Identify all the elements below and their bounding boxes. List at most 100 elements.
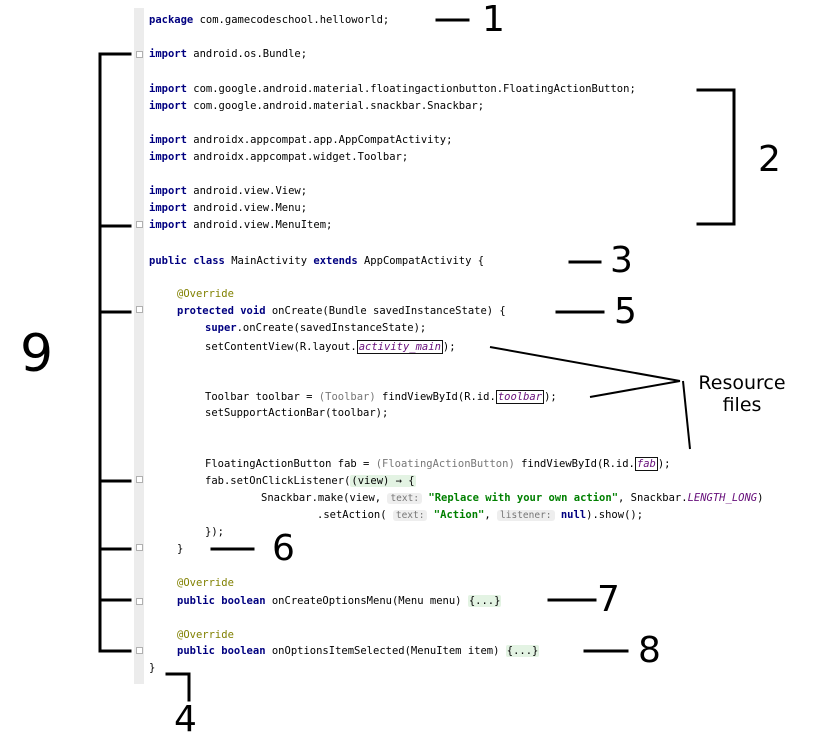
code-text: setSupportActionBar(toolbar); — [205, 407, 389, 419]
code-line: @Override — [177, 576, 234, 590]
bracket-2 — [696, 88, 736, 226]
editor-gutter — [134, 8, 144, 684]
code-text: ); — [442, 341, 456, 353]
code-line: super.onCreate(savedInstanceState); — [205, 321, 426, 335]
code-text: , Snackbar. — [618, 492, 688, 504]
keyword: import — [149, 134, 187, 146]
parameter-hint: text: — [392, 510, 428, 521]
code-text: setContentView(R.layout. — [205, 341, 357, 353]
string-literal: "Replace with your own action" — [428, 492, 619, 504]
keyword: import — [149, 83, 187, 95]
resource-pointer-line — [682, 380, 691, 450]
code-text: ) — [757, 492, 764, 504]
code-text: com.google.android.material.floatingacti… — [186, 83, 636, 95]
code-line: package com.gamecodeschool.helloworld; — [149, 13, 389, 27]
code-line: import com.google.android.material.float… — [149, 82, 636, 96]
constant: LENGTH_LONG — [687, 492, 758, 504]
code-text: } — [149, 662, 156, 674]
keyword: import — [149, 100, 187, 112]
keyword: import — [149, 202, 187, 214]
fold-marker-icon[interactable] — [136, 51, 143, 58]
code-line: .setAction( text: "Action", listener: nu… — [317, 508, 643, 523]
callout-number-8: 8 — [638, 630, 661, 671]
lambda-fold[interactable]: (view) → { — [350, 475, 416, 487]
code-line: @Override — [177, 628, 234, 642]
keyword: public — [177, 595, 215, 607]
bracket-4 — [165, 672, 191, 702]
code-text: android.view.View; — [186, 185, 308, 197]
code-line: public boolean onOptionsItemSelected(Men… — [177, 644, 540, 658]
code-text: androidx.appcompat.widget.Toolbar; — [186, 151, 409, 163]
code-text: ); — [657, 458, 671, 470]
code-text: Toolbar toolbar = — [205, 391, 319, 403]
code-line: import com.google.android.material.snack… — [149, 99, 484, 113]
callout-number-5: 5 — [614, 291, 637, 332]
collapsed-method-body[interactable]: {...} — [505, 645, 540, 657]
fold-marker-icon[interactable] — [136, 306, 143, 313]
keyword: package — [149, 14, 194, 26]
code-line: import android.os.Bundle; — [149, 47, 307, 61]
resource-reference: fab — [634, 457, 658, 471]
keyword: class — [193, 255, 225, 267]
keyword: extends — [313, 255, 358, 267]
code-text: ); — [544, 391, 557, 403]
code-line: setContentView(R.layout.activity_main); — [205, 340, 456, 354]
code-text: , — [484, 509, 498, 521]
keyword: import — [149, 185, 187, 197]
keyword: import — [149, 48, 187, 60]
code-line: Toolbar toolbar = (Toolbar) findViewById… — [205, 390, 557, 404]
code-text: ).show(); — [586, 509, 644, 521]
callout-number-4: 4 — [174, 699, 197, 740]
code-text: Snackbar.make(view, — [261, 492, 388, 504]
code-line: protected void onCreate(Bundle savedInst… — [177, 304, 506, 318]
string-literal: "Action" — [433, 509, 485, 521]
resource-pointer-line — [589, 380, 681, 398]
code-line: } — [177, 542, 183, 556]
keyword: boolean — [221, 645, 266, 657]
code-line: import androidx.appcompat.app.AppCompatA… — [149, 133, 452, 147]
resource-files-label: Resource files — [698, 372, 786, 416]
code-line: import android.view.MenuItem; — [149, 218, 332, 232]
keyword: void — [240, 305, 266, 317]
keyword: public — [177, 645, 215, 657]
resource-reference: activity_main — [356, 340, 443, 354]
code-line: }); — [205, 525, 224, 539]
code-text: fab.setOnClickListener( — [205, 475, 351, 487]
code-line: Snackbar.make(view, text: "Replace with … — [261, 491, 763, 506]
code-text: .setAction( — [317, 509, 393, 521]
collapsed-method-body[interactable]: {...} — [467, 595, 502, 607]
keyword: boolean — [221, 595, 266, 607]
resource-reference: toolbar — [495, 390, 545, 404]
parameter-hint: listener: — [497, 510, 555, 521]
fold-marker-icon[interactable] — [136, 647, 143, 654]
cast-text: (Toolbar) — [318, 391, 376, 403]
callout-number-2: 2 — [758, 139, 781, 180]
code-line: } — [149, 661, 155, 675]
fold-marker-icon[interactable] — [136, 221, 143, 228]
callout-number-6: 6 — [272, 528, 295, 569]
fold-marker-icon[interactable] — [136, 476, 143, 483]
code-text: onOptionsItemSelected(MenuItem item) — [265, 645, 506, 657]
code-line: setSupportActionBar(toolbar); — [205, 406, 388, 420]
callout-number-3: 3 — [610, 240, 633, 281]
code-text: }); — [205, 526, 224, 538]
code-line: import androidx.appcompat.widget.Toolbar… — [149, 150, 408, 164]
fold-marker-icon[interactable] — [136, 544, 143, 551]
code-text: } — [177, 543, 184, 555]
keyword: public — [149, 255, 187, 267]
code-line: @Override — [177, 287, 234, 301]
keyword: protected — [177, 305, 234, 317]
keyword: null — [560, 509, 587, 521]
code-line: FloatingActionButton fab = (FloatingActi… — [205, 457, 671, 471]
code-text: com.google.android.material.snackbar.Sna… — [186, 100, 485, 112]
callout-number-1: 1 — [482, 0, 505, 40]
code-text: android.os.Bundle; — [186, 48, 308, 60]
code-text: findViewById(R.id. — [514, 458, 635, 470]
code-text: android.view.Menu; — [186, 202, 308, 214]
callout-number-9: 9 — [20, 324, 54, 384]
keyword: super — [205, 322, 237, 334]
fold-marker-icon[interactable] — [136, 598, 143, 605]
annotation: @Override — [177, 577, 234, 589]
